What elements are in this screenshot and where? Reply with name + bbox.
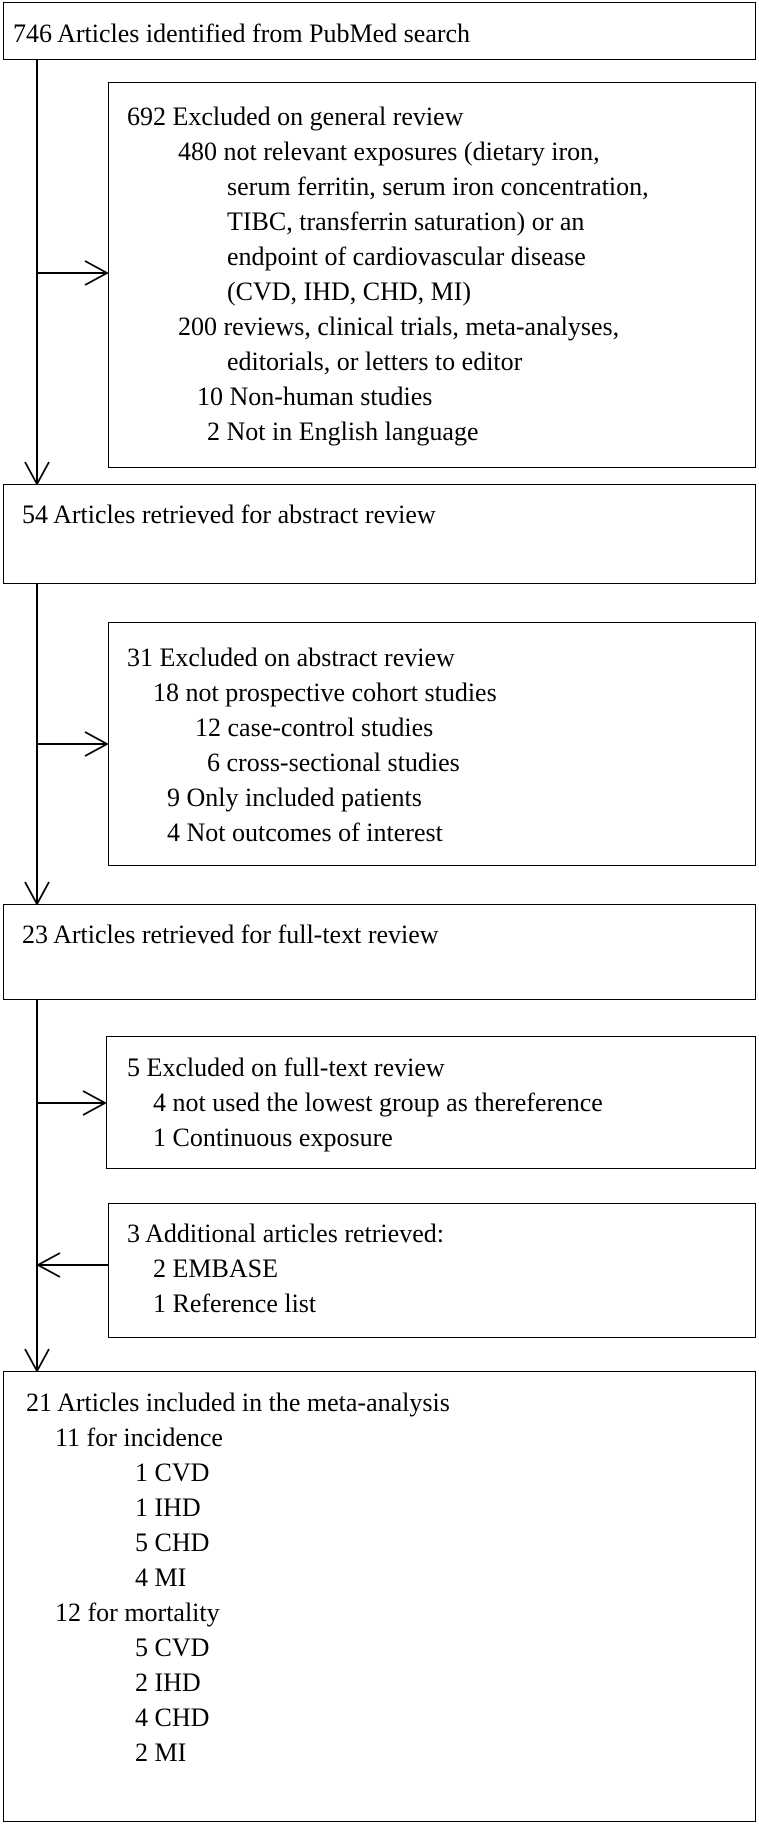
- box-line: TIBC, transferrin saturation) or an: [227, 207, 585, 236]
- box-line: 4 MI: [135, 1563, 187, 1592]
- box-line: 10 Non-human studies: [197, 382, 433, 411]
- box-line: 2 EMBASE: [153, 1254, 278, 1283]
- box-line: 746 Articles identified from PubMed sear…: [13, 19, 471, 48]
- box-line: 5 CVD: [135, 1633, 210, 1662]
- box-line: 5 CHD: [135, 1528, 210, 1557]
- box-line: 6 cross-sectional studies: [207, 748, 460, 777]
- box-full-text-review-exclusions: 5 Excluded on full-text review 4 not use…: [106, 1036, 756, 1169]
- box-line: 1 Continuous exposure: [153, 1123, 393, 1152]
- box-line: 4 not used the lowest group as therefere…: [153, 1088, 603, 1117]
- box-line: endpoint of cardiovascular disease: [227, 242, 586, 271]
- box-abstract-review: 54 Articles retrieved for abstract revie…: [3, 484, 756, 584]
- box-line: 4 Not outcomes of interest: [167, 818, 443, 847]
- box-pubmed-search: 746 Articles identified from PubMed sear…: [3, 2, 756, 60]
- box-line: 2 IHD: [135, 1668, 201, 1697]
- box-line: 1 IHD: [135, 1493, 201, 1522]
- box-additional-articles: 3 Additional articles retrieved: 2 EMBAS…: [108, 1203, 756, 1338]
- box-line: 480 not relevant exposures (dietary iron…: [178, 137, 600, 166]
- box-line: 1 CVD: [135, 1458, 210, 1487]
- box-line: 2 Not in English language: [207, 417, 479, 446]
- box-line: serum ferritin, serum iron concentration…: [227, 172, 649, 201]
- box-line: 12 for mortality: [55, 1598, 220, 1627]
- box-line: 3 Additional articles retrieved:: [127, 1219, 444, 1248]
- box-line: 54 Articles retrieved for abstract revie…: [22, 500, 436, 529]
- box-line: 200 reviews, clinical trials, meta-analy…: [178, 312, 620, 341]
- box-line: editorials, or letters to editor: [227, 347, 523, 376]
- box-line: (CVD, IHD, CHD, MI): [227, 277, 472, 306]
- box-line: 18 not prospective cohort studies: [153, 678, 497, 707]
- box-general-review-exclusions: 692 Excluded on general review 480 not r…: [108, 82, 756, 468]
- box-line: 5 Excluded on full-text review: [127, 1053, 445, 1082]
- box-line: 12 case-control studies: [195, 713, 434, 742]
- box-line: 21 Articles included in the meta-analysi…: [26, 1388, 450, 1417]
- box-line: 11 for incidence: [55, 1423, 223, 1452]
- box-line: 2 MI: [135, 1738, 187, 1767]
- box-line: 692 Excluded on general review: [127, 102, 464, 131]
- box-line: 31 Excluded on abstract review: [127, 643, 455, 672]
- box-line: 9 Only included patients: [167, 783, 422, 812]
- box-line: 1 Reference list: [153, 1289, 317, 1318]
- box-meta-analysis-included: 21 Articles included in the meta-analysi…: [3, 1371, 756, 1822]
- box-line: 4 CHD: [135, 1703, 210, 1732]
- box-line: 23 Articles retrieved for full-text revi…: [22, 920, 439, 949]
- box-full-text-review: 23 Articles retrieved for full-text revi…: [3, 904, 756, 1000]
- box-abstract-review-exclusions: 31 Excluded on abstract review 18 not pr…: [108, 622, 756, 866]
